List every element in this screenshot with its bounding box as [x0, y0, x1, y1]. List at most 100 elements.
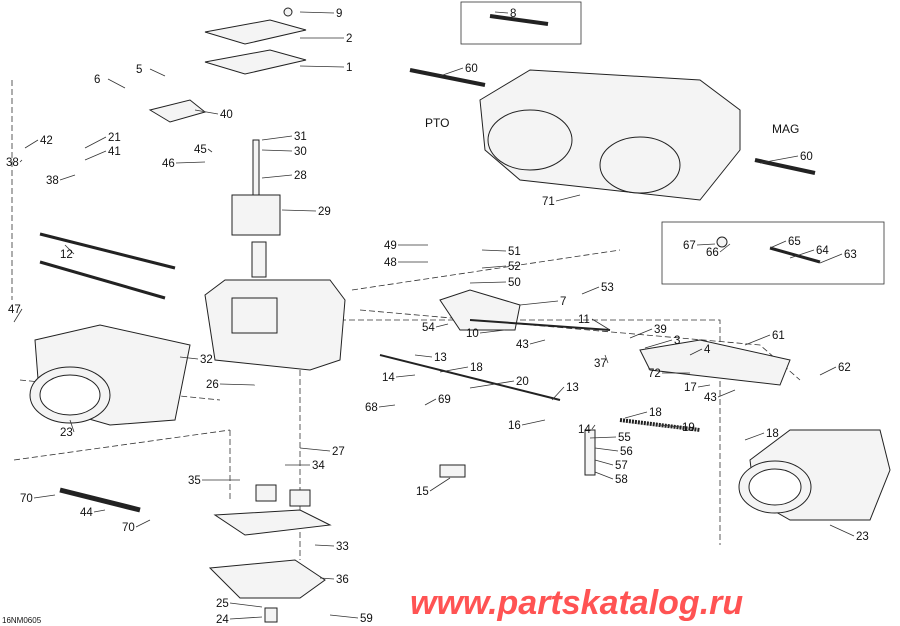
carb-bottom-bore-inner [748, 468, 802, 506]
mag-label: MAG [772, 122, 799, 136]
intake-bore [39, 374, 101, 416]
float-part-left [255, 484, 277, 502]
callout-6: 6 [94, 74, 100, 86]
spring-part [251, 241, 267, 278]
callout-17: 17 [684, 382, 697, 394]
callout-23: 23 [856, 531, 869, 543]
callout-36: 36 [336, 574, 349, 586]
callout-12: 12 [60, 249, 73, 261]
leader-line-10 [479, 329, 506, 334]
leader-line-58 [594, 471, 614, 480]
callout-60: 60 [800, 151, 813, 163]
leader-line-60 [759, 155, 799, 164]
jet-part-57 [584, 429, 596, 476]
callout-15: 15 [416, 486, 429, 498]
leader-line-14 [591, 424, 596, 430]
leader-line-33 [314, 544, 335, 547]
callout-41: 41 [108, 146, 121, 158]
callout-21: 21 [108, 132, 121, 144]
screw-part-64 [769, 246, 821, 264]
inset-box-8 [460, 1, 582, 45]
callout-54: 54 [422, 322, 435, 334]
leader-line-44 [93, 509, 106, 513]
pto-bore [487, 109, 573, 171]
leader-line-13 [551, 386, 565, 401]
callout-35: 35 [188, 475, 201, 487]
callout-9: 9 [336, 8, 342, 20]
leader-line-5 [149, 68, 166, 77]
leader-line-61 [744, 334, 771, 346]
hose-part-44 [59, 487, 141, 513]
callout-51: 51 [508, 246, 521, 258]
rod-part-12b [39, 260, 166, 300]
callout-38: 38 [46, 175, 59, 187]
leader-line-41 [84, 150, 107, 161]
drain-plug-24 [264, 607, 278, 623]
leader-line-12 [64, 244, 75, 255]
callout-52: 52 [508, 261, 521, 273]
lever-part-62 [639, 339, 791, 386]
callout-14: 14 [578, 424, 591, 436]
callout-40: 40 [220, 109, 233, 121]
leader-line-51 [481, 249, 507, 252]
leader-lines [13, 11, 855, 620]
leader-line-56 [594, 447, 619, 452]
leader-line-53 [581, 286, 600, 295]
callout-3: 3 [674, 335, 680, 347]
slide-part-29 [231, 194, 281, 236]
bracket-part-40 [148, 99, 207, 123]
leader-line-18 [439, 366, 469, 373]
callout-33: 33 [336, 541, 349, 553]
leader-line-46 [175, 161, 206, 164]
leader-line-37 [604, 354, 609, 364]
leader-line-1 [299, 65, 345, 68]
leader-line-45 [207, 148, 213, 153]
callout-59: 59 [360, 613, 373, 625]
mag-bore [599, 136, 681, 194]
cover-part-2 [204, 19, 307, 45]
leader-line-27 [299, 447, 331, 452]
leader-line-6 [107, 78, 126, 89]
callout-47: 47 [8, 304, 21, 316]
leader-line-15 [429, 477, 451, 492]
callout-34: 34 [312, 460, 325, 472]
callout-1: 1 [346, 62, 352, 74]
callout-56: 56 [620, 446, 633, 458]
callout-26: 26 [206, 379, 219, 391]
leader-line-24 [229, 616, 263, 620]
callout-4: 4 [704, 344, 711, 356]
callout-70: 70 [20, 493, 33, 505]
leader-line-70 [33, 494, 56, 499]
callout-25: 25 [216, 598, 229, 610]
callout-37: 37 [594, 358, 607, 370]
leader-line-60 [439, 67, 464, 77]
callout-31: 31 [294, 131, 307, 143]
leader-line-32 [179, 356, 199, 360]
leader-line-59 [329, 614, 359, 619]
leader-line-40 [194, 109, 219, 115]
callout-8: 8 [510, 8, 516, 20]
pin-part-60a [409, 68, 486, 87]
leader-line-42 [24, 139, 39, 149]
part-67 [716, 236, 728, 248]
callout-23: 23 [60, 427, 73, 439]
leader-line-7 [519, 300, 559, 306]
callout-18: 18 [649, 407, 662, 419]
leader-line-62 [819, 366, 837, 376]
callout-16: 16 [508, 420, 521, 432]
callout-50: 50 [508, 277, 521, 289]
leader-line-55 [589, 436, 617, 439]
callout-68: 68 [365, 402, 378, 414]
pin-part-8 [489, 14, 549, 26]
callout-63: 63 [844, 249, 857, 261]
leader-line-63 [819, 253, 843, 264]
callout-43: 43 [704, 392, 717, 404]
callout-5: 5 [136, 64, 142, 76]
leader-line-23 [829, 524, 855, 537]
gasket-part-1 [204, 49, 307, 75]
callout-61: 61 [772, 330, 785, 342]
leader-line-4 [689, 348, 703, 356]
callout-24: 24 [216, 614, 229, 626]
